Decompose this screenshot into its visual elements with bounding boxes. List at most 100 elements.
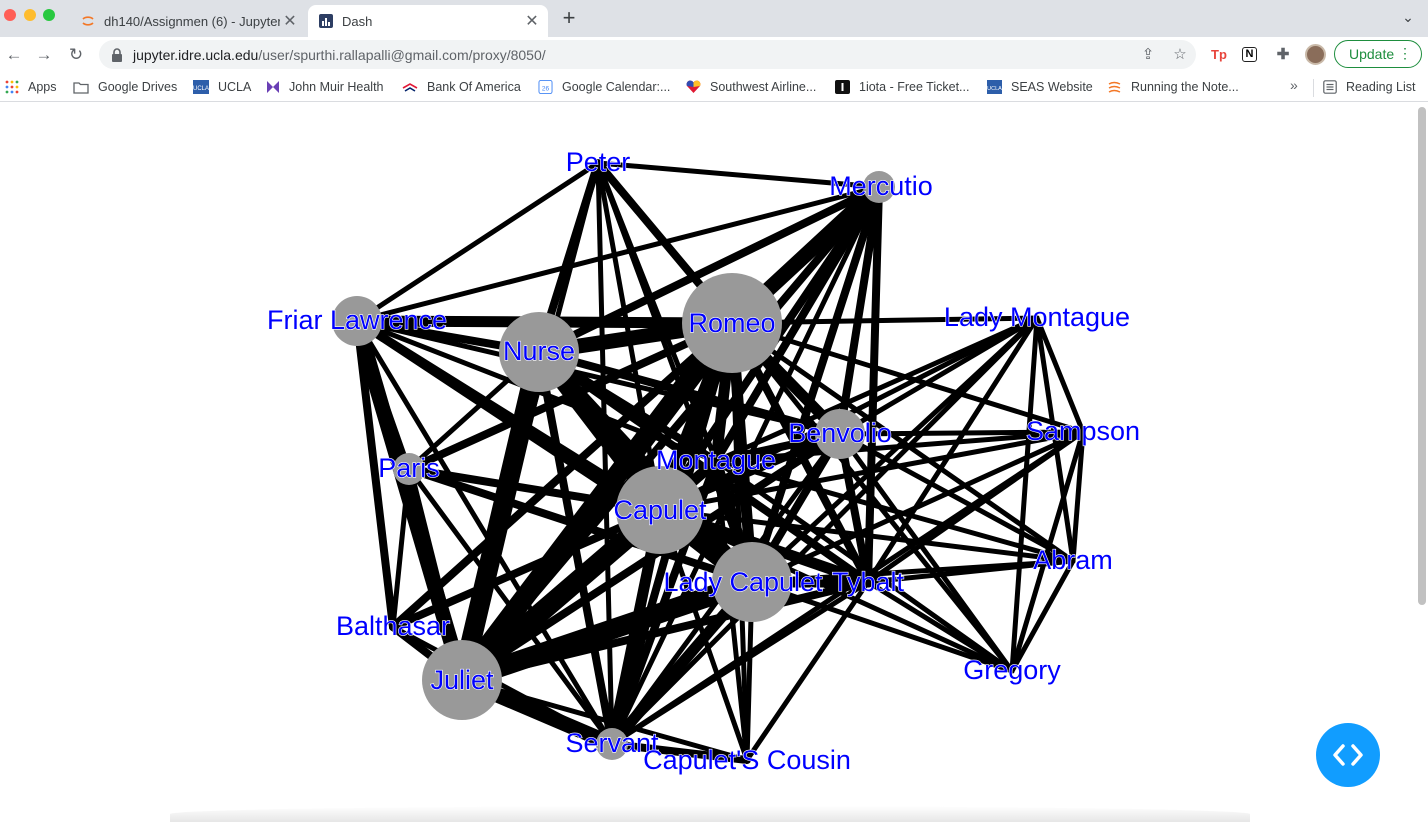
graph-edge bbox=[836, 183, 883, 438]
graph-node-nurse[interactable] bbox=[499, 312, 579, 392]
page-scrollbar[interactable] bbox=[1418, 107, 1426, 605]
graph-edge bbox=[459, 677, 750, 763]
dash-debug-button[interactable] bbox=[1316, 723, 1380, 787]
graph-label-servant: Servant bbox=[565, 728, 659, 758]
graph-edge bbox=[1034, 315, 1086, 435]
bookmark-google-drives[interactable]: Google Drives bbox=[73, 78, 177, 96]
graph-node-mercutio[interactable] bbox=[863, 171, 895, 203]
graph-node-juliet[interactable] bbox=[422, 640, 502, 720]
graph-edge bbox=[1009, 558, 1076, 674]
graph-node-capulet[interactable] bbox=[616, 466, 704, 554]
bookmark-label: Bank Of America bbox=[427, 80, 521, 94]
url-host: jupyter.idre.ucla.edu bbox=[133, 46, 259, 63]
graph-edge bbox=[713, 315, 1040, 464]
graph-node-benvolio[interactable] bbox=[815, 409, 865, 459]
bookmark-label: UCLA bbox=[218, 80, 252, 94]
bookmark-google-calendar[interactable]: 26 Google Calendar:... bbox=[538, 78, 670, 96]
bookmark-ucla[interactable]: UCLA UCLA bbox=[193, 78, 251, 96]
graph-edge bbox=[1070, 429, 1086, 564]
tab-search-icon[interactable]: ⌄ bbox=[1402, 9, 1414, 25]
graph-edge bbox=[389, 506, 664, 631]
svg-text:26: 26 bbox=[542, 85, 550, 92]
graph-node-servant[interactable] bbox=[596, 728, 628, 760]
puzzle-extensions-icon[interactable]: ✚ bbox=[1276, 46, 1290, 63]
graph-edge bbox=[353, 317, 397, 631]
notion-icon[interactable]: N bbox=[1242, 47, 1257, 62]
john-muir-icon bbox=[267, 81, 279, 93]
graph-edge bbox=[390, 466, 412, 630]
southwest-icon bbox=[686, 80, 701, 93]
tab-title: dh140/Assignmen (6) - Jupyter bbox=[104, 13, 280, 29]
bookmark-label: John Muir Health bbox=[289, 80, 384, 94]
bookmarks-divider bbox=[1313, 79, 1314, 97]
graph-label-mercutio: Mercutio bbox=[829, 171, 933, 201]
graph-node-romeo[interactable] bbox=[682, 273, 782, 373]
graph-label-balthasar: Balthasar bbox=[336, 611, 450, 641]
graph-edge bbox=[354, 184, 882, 324]
more-menu-icon[interactable]: ⋮ bbox=[1398, 45, 1412, 61]
share-icon[interactable]: ⇪ bbox=[1141, 46, 1155, 63]
back-arrow-icon[interactable]: ← bbox=[5, 45, 23, 64]
graph-edge bbox=[354, 318, 615, 747]
card-shadow bbox=[170, 806, 1250, 822]
bookmark-running-notes[interactable]: Running the Note... bbox=[1107, 78, 1239, 96]
seas-icon: UCLA bbox=[987, 80, 1002, 94]
graph-edge bbox=[535, 348, 844, 438]
bookmark-southwest[interactable]: Southwest Airline... bbox=[686, 78, 816, 96]
graph-edge bbox=[713, 458, 1076, 564]
close-icon[interactable]: ✕ bbox=[283, 13, 297, 30]
more-bookmarks-icon[interactable]: » bbox=[1290, 77, 1298, 93]
graph-edge bbox=[713, 458, 1015, 674]
tab-dash[interactable]: Dash ✕ bbox=[308, 5, 548, 37]
bookmark-label: SEAS Website bbox=[1011, 80, 1093, 94]
graph-edge bbox=[452, 572, 762, 690]
bookmark-john-muir[interactable]: John Muir Health bbox=[266, 78, 384, 96]
graph-label-juliet: Juliet bbox=[430, 665, 494, 695]
window-close-button[interactable] bbox=[4, 9, 16, 21]
forward-arrow-icon[interactable]: → bbox=[35, 45, 53, 64]
graph-node-paris[interactable] bbox=[393, 453, 425, 485]
google-calendar-icon: 26 bbox=[538, 80, 553, 94]
bookmark-apps[interactable]: Apps bbox=[5, 78, 57, 96]
graph-nodes bbox=[332, 171, 895, 760]
url-path: /user/spurthi.rallapalli@gmail.com/proxy… bbox=[258, 46, 546, 63]
graph-edge bbox=[744, 579, 871, 763]
close-icon[interactable]: ✕ bbox=[525, 13, 539, 30]
reload-icon[interactable]: ↻ bbox=[68, 45, 84, 64]
tab-strip: dh140/Assignmen (6) - Jupyter ✕ Dash ✕ +… bbox=[0, 0, 1428, 37]
bookmark-1iota[interactable]: 1iota - Free Ticket... bbox=[835, 78, 969, 96]
graph-edge bbox=[406, 466, 615, 747]
reading-list-label: Reading List bbox=[1346, 80, 1416, 94]
tab-jupyter[interactable]: dh140/Assignmen (6) - Jupyter ✕ bbox=[70, 5, 306, 37]
graph-edge bbox=[354, 160, 601, 324]
graph-edge bbox=[452, 342, 549, 690]
window-minimize-button[interactable] bbox=[24, 9, 36, 21]
update-button[interactable]: Update ⋮ bbox=[1334, 40, 1422, 68]
graph-label-benvolio: Benvolio bbox=[788, 418, 892, 448]
graph-label-lady-montague: Lady Montague bbox=[944, 302, 1130, 332]
url-text: jupyter.idre.ucla.edu/user/spurthi.ralla… bbox=[133, 47, 546, 63]
reading-list-icon bbox=[1323, 80, 1337, 94]
graph-label-sampson: Sampson bbox=[1026, 416, 1140, 446]
bookmark-label: 1iota - Free Ticket... bbox=[859, 80, 970, 94]
graph-edge bbox=[729, 320, 1015, 674]
graph-node-lady-capulet[interactable] bbox=[712, 542, 792, 622]
bank-of-america-icon bbox=[402, 83, 418, 92]
extension-tp-icon[interactable]: Tp bbox=[1211, 47, 1227, 62]
profile-avatar[interactable] bbox=[1305, 44, 1326, 65]
graph-edge bbox=[713, 429, 1086, 464]
update-label: Update bbox=[1349, 46, 1395, 62]
new-tab-button[interactable]: + bbox=[562, 5, 576, 30]
graph-edge bbox=[729, 315, 1040, 326]
graph-edge bbox=[837, 429, 1086, 437]
window-zoom-button[interactable] bbox=[43, 9, 55, 21]
bookmark-star-icon[interactable]: ☆ bbox=[1173, 46, 1187, 63]
reading-list-button[interactable]: Reading List bbox=[1323, 78, 1416, 96]
bookmark-bank-of-america[interactable]: Bank Of America bbox=[402, 78, 521, 96]
address-bar[interactable]: jupyter.idre.ucla.edu/user/spurthi.ralla… bbox=[99, 40, 1196, 69]
bookmark-seas[interactable]: UCLA SEAS Website bbox=[987, 78, 1093, 96]
graph-node-friar-lawrence[interactable] bbox=[332, 296, 382, 346]
bookmark-label: Southwest Airline... bbox=[710, 80, 817, 94]
